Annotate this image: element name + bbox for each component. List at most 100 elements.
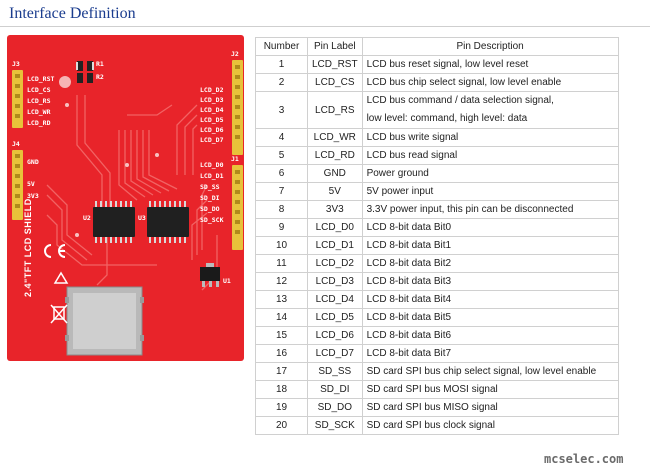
pin-label: LCD_RD [307,146,363,165]
silk-lcd-d3: LCD_D3 [200,96,224,104]
pin-description: SD card SPI bus clock signal [361,416,619,435]
pin-label: LCD_D2 [307,254,363,273]
col-number-header: Number [255,37,308,56]
pin-description: LCD 8-bit data Bit3 [361,272,619,291]
pin-number: 10 [255,236,308,255]
pin-description: SD card SPI bus MOSI signal [361,380,619,399]
pin-number: 12 [255,272,308,291]
silk-lcd-d2: LCD_D2 [200,86,224,94]
silk-lcd-d0: LCD_D0 [200,161,224,169]
pin-number: 18 [255,380,308,399]
pin-label: LCD_WR [307,128,363,147]
pin-label: SD_SCK [307,416,363,435]
pin-label: LCD_D3 [307,272,363,291]
pin-number: 17 [255,362,308,381]
pin-description: LCD 8-bit data Bit0 [361,218,619,237]
pin-label: LCD_D7 [307,344,363,363]
pin-label: SD_SS [307,362,363,381]
pin-label: LCD_D1 [307,236,363,255]
silk-lcd-d5: LCD_D5 [200,116,224,124]
pin-number: 4 [255,128,308,147]
pin-description: LCD 8-bit data Bit1 [361,236,619,255]
silk-lcd-cs: LCD_CS [27,86,51,94]
table-header-row: Number Pin Label Pin Description [255,37,619,56]
pin-number: 9 [255,218,308,237]
pin-description: SD card SPI bus MISO signal [361,398,619,417]
pin-number: 7 [255,182,308,201]
mounting-hole [59,76,71,88]
silk-lcd-d7: LCD_D7 [200,136,224,144]
silk-r1: R1 [96,60,104,68]
pin-number: 14 [255,308,308,327]
header-j3 [12,70,23,128]
silk-lcd-d1: LCD_D1 [200,172,224,180]
pin-label: GND [307,164,363,183]
pin-number: 16 [255,344,308,363]
pin-label: LCD_RST [307,55,363,74]
ic-u3 [147,201,189,243]
silk-gnd: GND [27,158,39,166]
silk-j1: J1 [231,155,239,163]
pin-number: 20 [255,416,308,435]
pin-description: LCD 8-bit data Bit7 [361,344,619,363]
pin-label: LCD_RS [307,91,363,129]
silk-j2: J2 [231,50,239,58]
pin-number: 6 [255,164,308,183]
pin-number: 15 [255,326,308,345]
silk-sd-do: SD_DO [200,205,220,213]
pin-number: 1 [255,55,308,74]
silk-5v: 5V [27,180,35,188]
silk-sd-di: SD_DI [200,194,220,202]
pin-description: LCD 8-bit data Bit6 [361,326,619,345]
pin-description: LCD bus write signal [361,128,619,147]
pin-number: 8 [255,200,308,219]
silk-u2: U2 [83,214,91,222]
page-title: Interface Definition [9,5,136,22]
pin-description: LCD bus reset signal, low level reset [361,55,619,74]
silk-lcd-rst: LCD_RST [27,75,55,83]
pin-description: LCD 8-bit data Bit2 [361,254,619,273]
pin-label: 3V3 [307,200,363,219]
header-j1 [232,165,243,250]
silk-lcd-rs: LCD_RS [27,97,51,105]
pin-number: 3 [255,91,308,129]
pin-label: LCD_D5 [307,308,363,327]
silk-sd-ss: SD_SS [200,183,220,191]
col-pin-label-header: Pin Label [307,37,363,56]
title-divider [0,26,650,27]
pin-description: LCD 8-bit data Bit4 [361,290,619,309]
silk-u3: U3 [138,214,146,222]
resistor-r1-r2 [76,61,94,83]
silk-lcd-d6: LCD_D6 [200,126,224,134]
pin-description: LCD bus command / data selection signal,… [361,91,619,129]
regulator-u1 [200,263,220,287]
silk-lcd-rd: LCD_RD [27,119,51,127]
pin-label: LCD_CS [307,73,363,92]
pin-label: LCD_D4 [307,290,363,309]
ic-u2 [93,201,135,243]
header-j4 [12,150,23,220]
pin-number: 13 [255,290,308,309]
site-watermark: mcselec.com [544,452,624,466]
pin-label: SD_DI [307,380,363,399]
sd-card-slot [65,286,144,356]
pin-description: SD card SPI bus chip select signal, low … [361,362,619,381]
pin-description: Power ground [361,164,619,183]
